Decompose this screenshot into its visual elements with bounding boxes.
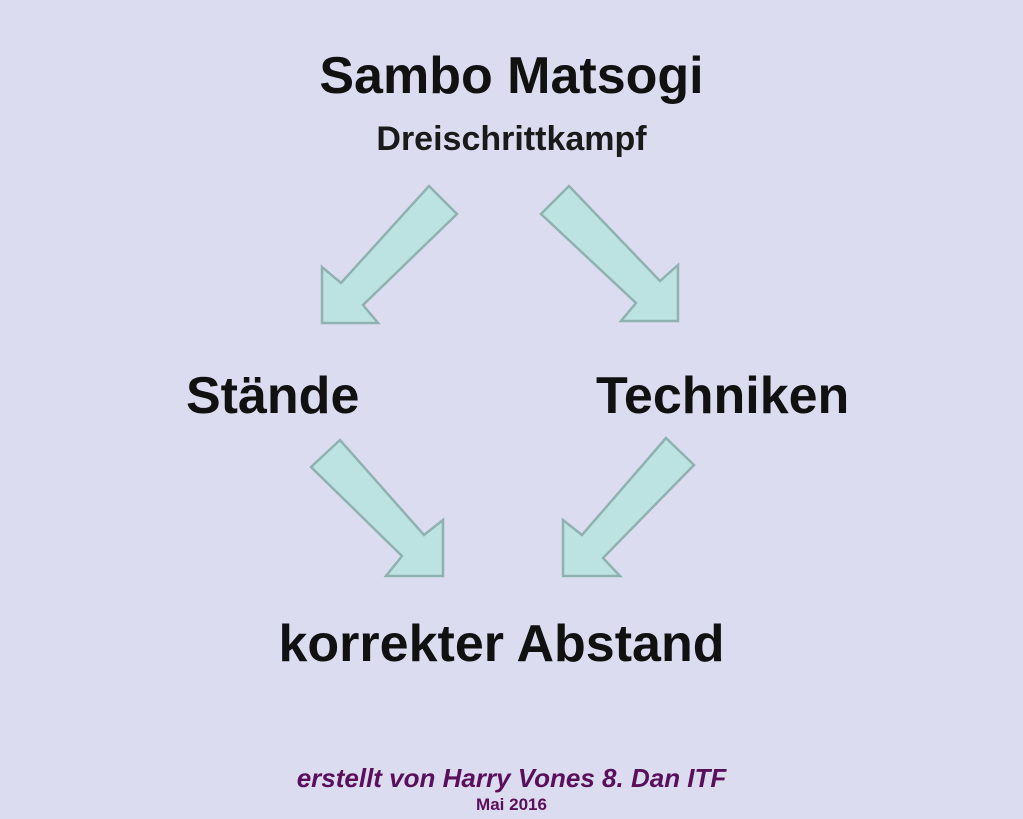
arrow-title-to-techniken [539, 184, 680, 323]
arrow-techniken-to-abstand [561, 436, 696, 578]
arrow-title-to-staende [320, 184, 459, 325]
footer-author: erstellt von Harry Vones 8. Dan ITF [296, 763, 727, 793]
page-subtitle: Dreischrittkampf [376, 120, 647, 158]
arrow-staende-to-abstand [309, 438, 445, 578]
node-staende: Stände [186, 367, 360, 425]
arrow-down-right-icon [539, 184, 680, 323]
node-korrekter-abstand: korrekter Abstand [278, 615, 725, 673]
arrow-down-left-icon [320, 184, 459, 325]
footer-date: Mai 2016 [476, 795, 547, 814]
arrow-down-right-icon [309, 438, 445, 578]
arrow-down-left-icon [561, 436, 696, 578]
node-techniken: Techniken [596, 367, 850, 425]
page-title: Sambo Matsogi [319, 47, 704, 105]
